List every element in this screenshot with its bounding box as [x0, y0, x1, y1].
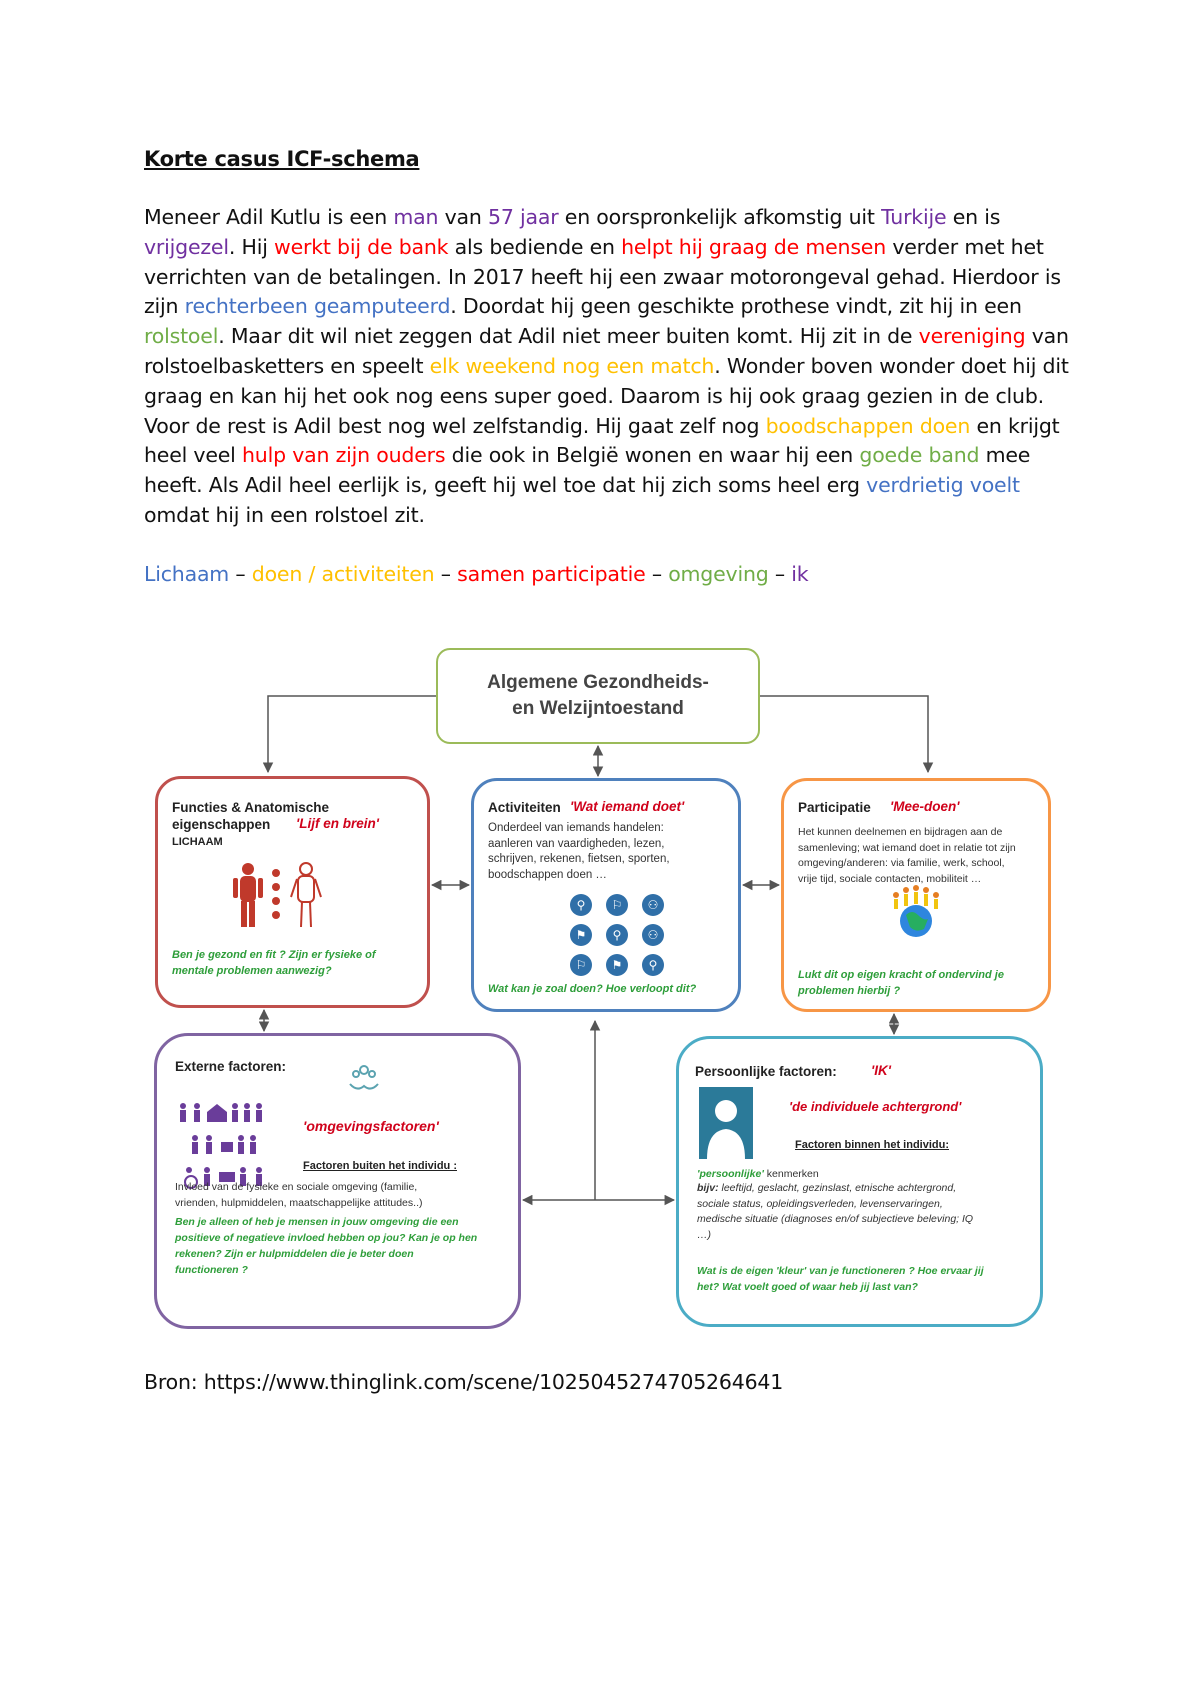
page-title: Korte casus ICF-schema [144, 147, 420, 171]
text-run: . Wonder boven wonder doet hij dit graag… [144, 353, 1069, 438]
highlight-yellow: boodschappen doen [765, 413, 971, 438]
highlight-green: rolstoel [144, 324, 219, 349]
text-run: en is [946, 205, 1001, 229]
text-run: . Doordat hij geen geschikte prothese vi… [450, 294, 1022, 319]
participation-tag: 'Mee-doen' [890, 799, 960, 814]
text-run: van [438, 205, 489, 229]
highlight-yellow: doen / activiteiten [251, 562, 435, 586]
highlight-red: hulp van zijn ouders [242, 443, 446, 468]
highlight-green: omgeving [668, 562, 769, 586]
color-legend: Lichaam – doen / activiteiten – samen pa… [144, 562, 809, 586]
personal-kenmerken: 'persoonlijke' kenmerken [697, 1168, 819, 1180]
personal-tag: 'IK' [871, 1063, 891, 1078]
text-run: als bediende en [448, 234, 622, 259]
globe-people-icon [893, 885, 939, 937]
highlight-red: werkt bij de bank [274, 234, 449, 259]
case-story-paragraph: Meneer Adil Kutlu is een man van 57 jaar… [144, 203, 1074, 531]
highlight-red: vereniging [918, 324, 1026, 349]
body-figures-icon [233, 862, 322, 928]
highlight-red: helpt hij graag de mensen [621, 234, 887, 259]
activities-heading: Activiteiten [488, 800, 561, 815]
text-run: – [229, 562, 252, 586]
text-run: verder met het verrichten van de betalin… [144, 234, 1061, 319]
participation-box: Participatie 'Mee-doen' Het kunnen deeln… [781, 778, 1051, 1012]
highlight-purple: ik [791, 562, 809, 586]
external-factors-box: Externe factoren: 'omgevingsfactoren' Fa… [154, 1033, 521, 1329]
text-run: – [768, 562, 792, 586]
source-line: Bron: https://www.thinglink.com/scene/10… [144, 1370, 784, 1394]
external-question: Ben je alleen of heb je mensen in jouw o… [175, 1216, 478, 1276]
functions-box: Functies & Anatomische eigenschappen 'Li… [155, 776, 430, 1008]
person-portrait-icon [699, 1087, 753, 1159]
external-tag: 'omgevingsfactoren' [303, 1118, 439, 1134]
diagram-connectors [258, 695, 934, 1206]
personal-question: Wat is de eigen 'kleur' van je functione… [697, 1265, 984, 1293]
external-heading: Externe factoren: [175, 1059, 287, 1074]
personal-heading: Persoonlijke factoren: [695, 1064, 837, 1079]
personal-factors-box: Persoonlijke factoren: 'IK' 'de individu… [676, 1036, 1043, 1327]
activities-tag: 'Wat iemand doet' [570, 799, 685, 814]
text-run: Meneer Adil Kutlu is een [144, 205, 394, 229]
highlight-blue: Lichaam [144, 562, 230, 586]
icf-diagram: Algemene Gezondheids- en Welzijntoestand… [150, 640, 1051, 1340]
text-run: mee heeft. Als Adil heel eerlijk is, gee… [144, 443, 1031, 498]
text-run: van rolstoelbasketters en speelt [144, 324, 1069, 378]
text-run: . Maar dit wil niet zeggen dat Adil niet… [218, 324, 919, 349]
highlight-green: goede band [859, 443, 980, 468]
highlight-purple: vrijgezel [144, 234, 229, 259]
participation-question: Lukt dit op eigen kracht of ondervind je… [798, 969, 1004, 997]
activity-circles-icon: ⚲⚐⚇ ⚑⚲⚇ ⚐⚑⚲ [570, 894, 664, 976]
highlight-purple: man [393, 205, 439, 229]
activities-box: Activiteiten 'Wat iemand doet' Onderdeel… [471, 778, 741, 1012]
text-run: omdat hij in een rolstoel zit. [144, 502, 425, 527]
functions-question: Ben je gezond en fit ? Zijn er fysieke o… [172, 949, 376, 977]
text-run: – [645, 562, 669, 586]
personal-sub: Factoren binnen het individu: [795, 1139, 949, 1151]
highlight-blue: verdrietig voelt [866, 473, 1020, 498]
external-sub: Factoren buiten het individu : [303, 1160, 457, 1172]
text-run: die ook in België wonen en waar hij een [445, 443, 860, 468]
functions-sub: LICHAAM [172, 836, 223, 848]
people-groups-icon [180, 1103, 262, 1189]
care-hands-icon [349, 1065, 379, 1090]
text-run: en oorspronkelijk afkomstig uit [558, 205, 882, 229]
participation-body: Het kunnen deelnemen en bijdragen aan de… [798, 826, 1016, 885]
highlight-yellow: elk weekend nog een match [429, 353, 715, 378]
participation-heading: Participatie [798, 800, 871, 815]
activities-question: Wat kan je zoal doen? Hoe verloopt dit? [488, 983, 697, 995]
personal-tag2: 'de individuele achtergrond' [789, 1099, 962, 1114]
highlight-purple: 57 jaar [488, 205, 559, 229]
functions-tag: 'Lijf en brein' [296, 816, 379, 831]
personal-body: bijv: leeftijd, geslacht, gezinslast, et… [697, 1182, 974, 1241]
text-run: . Hij [228, 234, 275, 259]
functions-heading: Functies & Anatomische eigenschappen [172, 800, 330, 832]
general-health-box: Algemene Gezondheids- en Welzijntoestand [436, 648, 760, 744]
activities-body: Onderdeel van iemands handelen: aanleren… [488, 822, 670, 881]
highlight-purple: Turkije [881, 205, 947, 229]
external-body: Invloed van de fysieke en sociale omgevi… [175, 1181, 423, 1209]
text-run: – [434, 562, 458, 586]
highlight-red: samen participatie [457, 562, 646, 586]
text-run: en krijgt heel veel [144, 413, 1060, 468]
highlight-blue: rechterbeen geamputeerd [184, 294, 451, 319]
